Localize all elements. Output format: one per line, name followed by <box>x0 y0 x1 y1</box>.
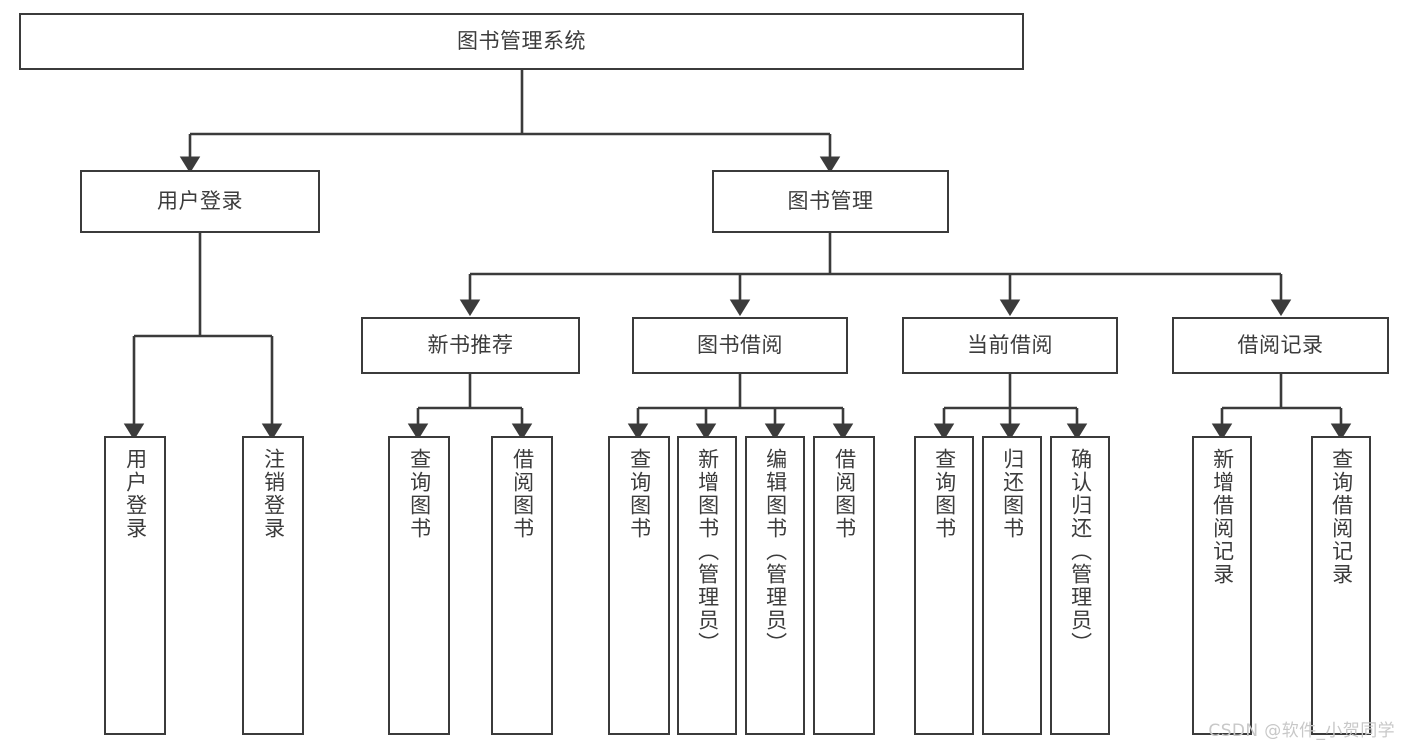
node-leaf-borrow-book-recommend[interactable]: 借阅图书 <box>491 436 553 735</box>
node-leaf-query-borrow-record[interactable]: 查询借阅记录 <box>1311 436 1371 735</box>
node-label: 注销登录 <box>261 448 286 540</box>
node-root-system[interactable]: 图书管理系统 <box>19 13 1024 70</box>
node-label: 归还图书 <box>1000 448 1025 540</box>
node-book-borrow[interactable]: 图书借阅 <box>632 317 848 374</box>
node-label: 用户登录 <box>157 188 243 213</box>
node-leaf-return-book[interactable]: 归还图书 <box>982 436 1042 735</box>
node-leaf-add-book[interactable]: 新增图书（管理员） <box>677 436 737 735</box>
node-label: 编辑图书（管理员） <box>763 448 788 655</box>
node-leaf-logout[interactable]: 注销登录 <box>242 436 304 735</box>
node-label: 图书借阅 <box>697 332 783 357</box>
node-book-management[interactable]: 图书管理 <box>712 170 949 233</box>
node-current-borrow[interactable]: 当前借阅 <box>902 317 1118 374</box>
node-borrow-records[interactable]: 借阅记录 <box>1172 317 1389 374</box>
node-label: 查询借阅记录 <box>1329 448 1354 586</box>
node-leaf-query-book-recommend[interactable]: 查询图书 <box>388 436 450 735</box>
csdn-watermark: CSDN @软件_小贺同学 <box>1208 721 1395 741</box>
node-leaf-borrow-book[interactable]: 借阅图书 <box>813 436 875 735</box>
node-label: 新增图书（管理员） <box>695 448 720 655</box>
node-leaf-query-book-current[interactable]: 查询图书 <box>914 436 974 735</box>
node-label: 确认归还（管理员） <box>1068 448 1093 655</box>
node-leaf-user-login[interactable]: 用户登录 <box>104 436 166 735</box>
node-label: 借阅图书 <box>510 448 535 540</box>
node-leaf-query-book-borrow[interactable]: 查询图书 <box>608 436 670 735</box>
node-label: 用户登录 <box>123 448 148 540</box>
node-label: 借阅图书 <box>832 448 857 540</box>
node-user-login[interactable]: 用户登录 <box>80 170 320 233</box>
node-label: 新增借阅记录 <box>1210 448 1235 586</box>
node-label: 查询图书 <box>627 448 652 540</box>
node-label: 查询图书 <box>407 448 432 540</box>
node-leaf-confirm-return[interactable]: 确认归还（管理员） <box>1050 436 1110 735</box>
node-label: 新书推荐 <box>427 332 514 357</box>
node-leaf-edit-book[interactable]: 编辑图书（管理员） <box>745 436 805 735</box>
node-label: 当前借阅 <box>967 332 1053 357</box>
node-label: 借阅记录 <box>1237 332 1324 357</box>
node-label: 查询图书 <box>932 448 957 540</box>
node-new-book-recommend[interactable]: 新书推荐 <box>361 317 580 374</box>
node-label: 图书管理系统 <box>457 28 586 53</box>
node-leaf-add-borrow-record[interactable]: 新增借阅记录 <box>1192 436 1252 735</box>
node-label: 图书管理 <box>787 188 874 213</box>
